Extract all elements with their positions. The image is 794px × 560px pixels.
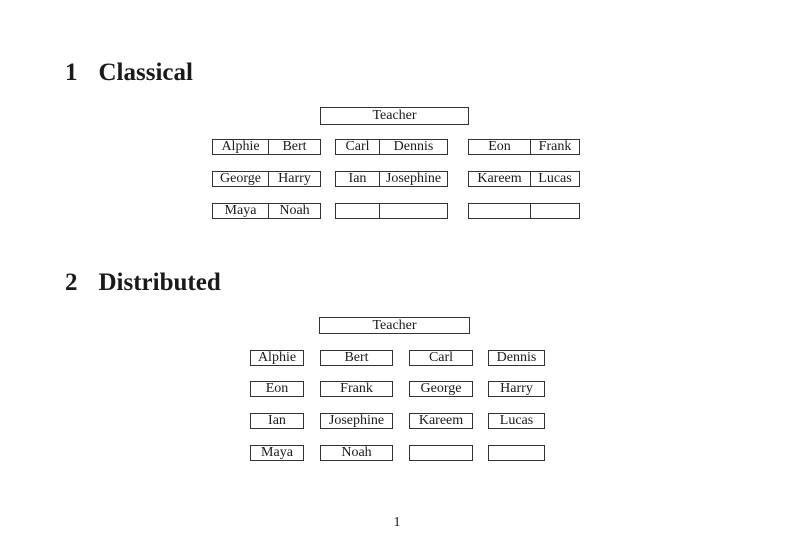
- desk: Carl Dennis: [335, 139, 448, 155]
- seat-maya: Maya: [250, 445, 304, 461]
- section-title: Distributed: [98, 269, 221, 296]
- section-heading-distributed: 2 Distributed: [65, 270, 221, 295]
- seat-empty: [336, 204, 380, 218]
- seat-noah: Noah: [320, 445, 393, 461]
- seat-empty: [488, 445, 545, 461]
- seat-ian: Ian: [250, 413, 304, 429]
- desk: Maya Noah: [212, 203, 321, 219]
- seat-noah: Noah: [279, 203, 310, 218]
- seat-harry: Harry: [488, 381, 545, 397]
- seat-lucas: Lucas: [538, 171, 572, 186]
- section-title: Classical: [98, 59, 193, 86]
- teacher-desk: Teacher: [319, 317, 470, 334]
- seat-george: George: [213, 172, 269, 186]
- desk: [335, 203, 448, 219]
- seat-bert: Bert: [282, 139, 307, 154]
- seat-josephine: Josephine: [320, 413, 393, 429]
- seat-empty: [380, 204, 447, 218]
- seat-harry: Harry: [278, 171, 311, 186]
- seat-kareem: Kareem: [409, 413, 473, 429]
- seat-carl: Carl: [336, 140, 380, 154]
- seat-maya: Maya: [213, 204, 269, 218]
- seat-alphie: Alphie: [250, 350, 304, 366]
- teacher-desk: Teacher: [320, 107, 469, 125]
- desk: Eon Frank: [468, 139, 580, 155]
- seat-george: George: [409, 381, 473, 397]
- seat-empty: [469, 204, 531, 218]
- seat-frank: Frank: [538, 139, 572, 154]
- seat-empty: [531, 204, 579, 218]
- seat-eon: Eon: [469, 140, 531, 154]
- seat-josephine: Josephine: [385, 171, 442, 186]
- seat-kareem: Kareem: [469, 172, 531, 186]
- seat-bert: Bert: [320, 350, 393, 366]
- desk: George Harry: [212, 171, 321, 187]
- page-number: 1: [393, 515, 401, 530]
- desk: Ian Josephine: [335, 171, 448, 187]
- seat-frank: Frank: [320, 381, 393, 397]
- desk: Kareem Lucas: [468, 171, 580, 187]
- section-number: 1: [65, 59, 78, 86]
- seat-dennis: Dennis: [488, 350, 545, 366]
- seat-eon: Eon: [250, 381, 304, 397]
- seat-lucas: Lucas: [488, 413, 545, 429]
- section-heading-classical: 1 Classical: [65, 60, 193, 85]
- seat-carl: Carl: [409, 350, 473, 366]
- seat-ian: Ian: [336, 172, 380, 186]
- section-number: 2: [65, 269, 78, 296]
- desk: Alphie Bert: [212, 139, 321, 155]
- seat-empty: [409, 445, 473, 461]
- seat-alphie: Alphie: [213, 140, 269, 154]
- desk: [468, 203, 580, 219]
- seat-dennis: Dennis: [393, 139, 434, 154]
